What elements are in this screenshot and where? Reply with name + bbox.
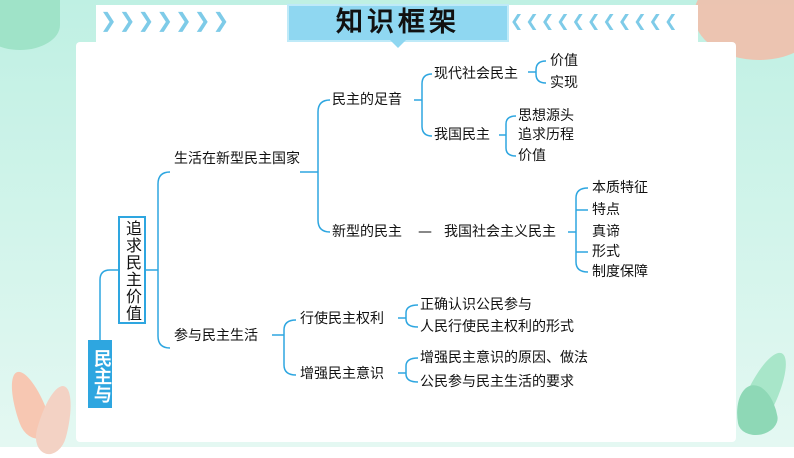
leaf-item: 思想源头 [518,108,574,124]
connector-lines [99,60,589,383]
leaf-item: 价值 [550,53,578,69]
title-pointer [390,40,406,48]
node-b1-1-1: 现代社会民主 [434,66,518,82]
node-b2-2: 增强民主意识 [300,366,384,382]
node-b2-1: 行使民主权利 [300,311,384,327]
leaf-item: 实现 [550,75,578,91]
title-box: 知识框架 [287,4,509,42]
chapter-tab: 民主与 [88,340,112,408]
root-node: 追求民主价值 [118,216,146,324]
node-b1-1-2: 我国民主 [434,127,490,143]
dash-connector: — [418,224,432,240]
node-b1-2-1: 我国社会主义民主 [444,224,556,240]
leaf-item: 增强民主意识的原因、做法 [420,350,588,366]
leaf-item: 正确认识公民参与 [420,297,532,313]
arrow-decoration-icon: ❮❮❮❮❮❮❮❮❮❮❮ [510,11,680,30]
leaf-item: 本质特征 [592,180,648,196]
leaf-item: 追求历程 [518,127,574,143]
chevron-decoration-icon: ❯❯❯❯❯❯❯ [100,8,232,32]
page-title: 知识框架 [336,7,460,38]
leaf-item: 形式 [592,244,620,260]
leaf-item: 人民行使民主权利的形式 [420,319,574,335]
leaf-item: 特点 [592,202,620,218]
leaf-item: 真谛 [592,224,620,240]
node-b1-1: 民主的足音 [332,92,402,108]
leaf-item: 价值 [518,148,546,164]
node-b1: 生活在新型民主国家 [174,151,300,167]
leaf-item: 制度保障 [592,264,648,280]
node-b1-2: 新型的民主 [332,224,402,240]
leaf-item: 公民参与民主生活的要求 [420,374,574,390]
node-b2: 参与民主生活 [174,328,258,344]
